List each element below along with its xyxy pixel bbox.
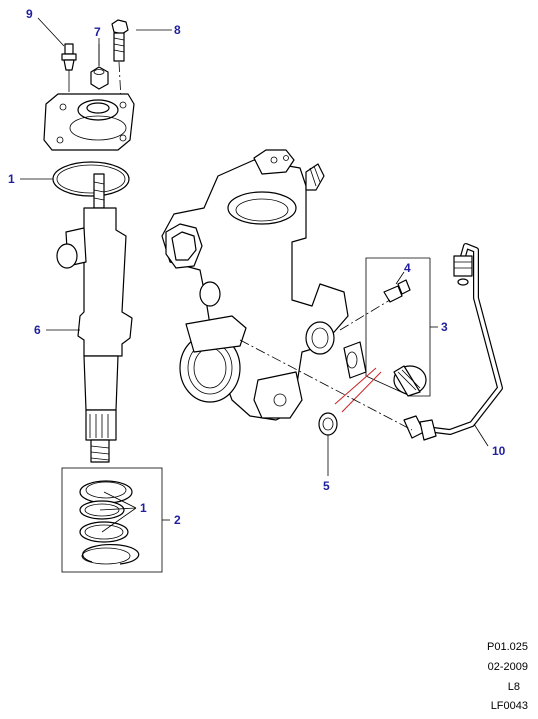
top-cover-part xyxy=(43,93,135,151)
reference-date: 02-2009 xyxy=(487,661,528,673)
callout-6: 6 xyxy=(34,323,41,337)
reference-code: P01.025 xyxy=(487,641,528,653)
reference-model: L8 xyxy=(507,681,520,693)
nut-part xyxy=(90,44,109,90)
steering-box-housing-part xyxy=(161,149,349,421)
callout-4: 4 xyxy=(404,261,411,275)
plug-screw-part xyxy=(393,365,427,397)
red-guide-line xyxy=(341,371,382,413)
callout-3: 3 xyxy=(441,320,448,334)
bleed-screw-part xyxy=(61,43,77,92)
callout-1-top: 1 xyxy=(8,172,15,186)
red-guide-line xyxy=(334,367,377,405)
pipe-part xyxy=(403,243,503,441)
callout-2: 2 xyxy=(174,513,181,527)
callout-8: 8 xyxy=(174,23,181,37)
callout-9: 9 xyxy=(26,7,33,21)
valve-kit-box xyxy=(343,257,431,397)
bolt-part xyxy=(111,19,129,101)
leader-lines xyxy=(20,17,489,533)
reference-figure-id: LF0043 xyxy=(490,700,528,712)
centre-line xyxy=(339,299,391,331)
callout-10: 10 xyxy=(492,444,506,458)
seal-kit-box xyxy=(61,467,163,573)
callout-1-seals: 1 xyxy=(140,501,147,515)
washer-part xyxy=(318,412,338,436)
o-ring-part xyxy=(52,161,130,197)
bleed-nipple-part xyxy=(383,279,411,303)
centre-line xyxy=(239,339,413,431)
callout-5: 5 xyxy=(323,479,330,493)
callout-7: 7 xyxy=(94,25,101,39)
sector-shaft-part xyxy=(56,173,133,463)
